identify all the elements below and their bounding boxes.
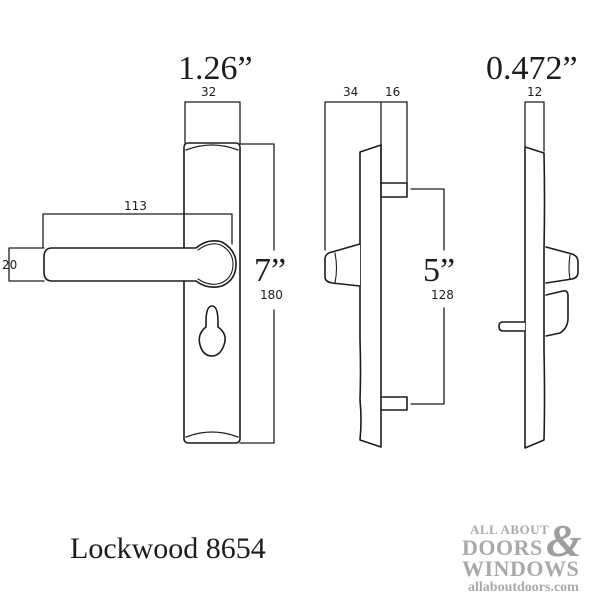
lever-height-mm: 20: [2, 258, 18, 272]
fixing-centres-mm: 128: [431, 288, 454, 302]
front-width-inches: 1.26”: [178, 50, 253, 87]
top-fixing-bolt: [380, 182, 408, 198]
side-plate-outline: [359, 144, 382, 448]
upper-thumb-turn-face: [568, 254, 571, 280]
front-height-mm: 180: [260, 288, 283, 302]
backplate-outline: [183, 142, 241, 444]
spindle-dimension-line: [380, 101, 408, 184]
logo-line-3: WINDOWS: [462, 556, 580, 581]
front-view-drawing: [8, 101, 275, 444]
projection-dimension-line: [324, 101, 382, 251]
fixing-centres-inches: 5”: [423, 252, 456, 289]
product-title: Lockwood 8654: [70, 532, 266, 565]
side-lever-stub: [324, 243, 361, 287]
spindle-pin: [498, 321, 526, 332]
lever-height-dimension-line: [8, 247, 45, 282]
front-width-mm: 32: [201, 85, 217, 99]
side-view-drawing: [324, 101, 445, 448]
fixing-centres-dimension-line: [410, 188, 445, 405]
thickness-dimension-line: [524, 101, 545, 152]
side-spindle-mm: 16: [385, 85, 401, 99]
brand-logo: & ALL ABOUT DOORS WINDOWS allaboutdoors.…: [462, 515, 592, 598]
edge-plate-outline: [524, 146, 546, 449]
front-height-inches: 7”: [254, 252, 287, 289]
side-lever-stub-face: [334, 252, 338, 284]
backplate-bottom-curve: [185, 431, 239, 438]
width-dimension-line: [184, 101, 241, 144]
edge-view-drawing: [498, 101, 579, 449]
logo-line-1: ALL ABOUT: [470, 522, 550, 537]
edge-thickness-mm: 12: [527, 85, 543, 99]
logo-line-2: DOORS: [462, 535, 543, 560]
lever-length-mm: 113: [124, 199, 147, 213]
bottom-fixing-bolt: [380, 396, 408, 411]
keyhole: [198, 305, 226, 357]
logo-url: allaboutdoors.com: [468, 580, 579, 595]
lever-rose-inner: [197, 243, 234, 285]
logo-ampersand: &: [546, 515, 582, 566]
height-dimension-line: [239, 143, 275, 444]
edge-thickness-inches: 0.472”: [486, 50, 578, 87]
upper-thumb-turn: [545, 246, 579, 284]
side-projection-mm: 34: [343, 85, 359, 99]
lever-length-dimension-line: [42, 213, 233, 248]
backplate-top-curve: [185, 144, 239, 151]
lever-handle: [43, 240, 237, 288]
lower-thumb-turn: [545, 290, 569, 337]
